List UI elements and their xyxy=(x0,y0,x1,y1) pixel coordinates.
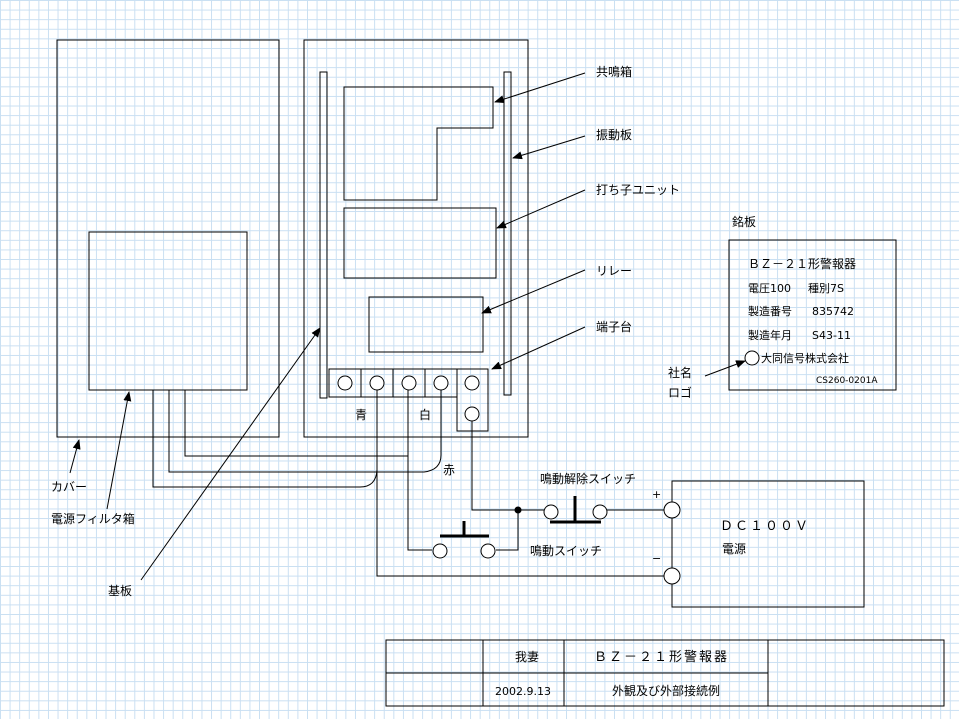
terminal-1 xyxy=(337,375,353,391)
leader-cover xyxy=(69,439,81,474)
logo-circle xyxy=(744,350,760,366)
nameplate-model: ＢＺ－２１形警報器 xyxy=(748,256,856,271)
nameplate-serial-label: 製造番号 xyxy=(748,304,792,318)
housing-outline xyxy=(303,39,529,438)
titleblock-subtitle: 外観及び外部接続例 xyxy=(612,683,720,698)
cable-filter-2 xyxy=(168,390,442,473)
sound-switch-contact-left xyxy=(432,543,448,559)
nameplate-box xyxy=(728,239,897,391)
striker-unit xyxy=(343,207,497,279)
release-switch-contact-left xyxy=(543,504,559,520)
base-board-bar xyxy=(319,71,328,399)
psu-title: ＤＣ１００Ｖ xyxy=(720,519,810,534)
label-wire-blue: 青 xyxy=(355,408,367,422)
leader-vibration-plate xyxy=(512,135,586,160)
psu-minus-terminal xyxy=(663,567,681,585)
leader-filter xyxy=(106,391,132,510)
nameplate-serial: 835742 xyxy=(812,305,854,318)
power-filter-box xyxy=(88,231,248,391)
nameplate-date: S43-11 xyxy=(812,329,851,342)
terminal-5 xyxy=(464,375,480,391)
relay-box xyxy=(368,296,484,353)
label-company-logo: ロゴ xyxy=(668,385,692,400)
label-nameplate: 銘板 xyxy=(732,214,756,229)
terminal-2 xyxy=(369,375,385,391)
wire-white xyxy=(407,456,432,551)
terminal-6 xyxy=(464,406,480,422)
titleblock-date: 2002.9.13 xyxy=(495,685,551,698)
junction-dot xyxy=(514,506,522,514)
label-wire-white: 白 xyxy=(419,407,431,422)
psu-plus-terminal xyxy=(663,501,681,519)
label-wire-red: 赤 xyxy=(443,463,455,477)
power-supply-box xyxy=(671,480,865,608)
leader-relay xyxy=(481,269,586,314)
nameplate-maker: 大同信号株式会社 xyxy=(761,351,849,365)
wire-blue xyxy=(376,390,664,577)
release-switch-contact-right xyxy=(592,504,608,520)
titleblock-title: ＢＺ－２１形警報器 xyxy=(594,649,729,665)
cover-outline xyxy=(56,39,280,438)
label-power-filter: 電源フィルタ箱 xyxy=(51,511,135,526)
label-plus: + xyxy=(652,488,661,501)
label-terminal-block: 端子台 xyxy=(596,319,632,334)
sound-switch-contact-right xyxy=(480,543,496,559)
leader-terminal-block xyxy=(491,326,586,370)
label-relay: リレー xyxy=(596,264,632,278)
wire-switch-parallel xyxy=(496,510,519,551)
titleblock-author: 我妻 xyxy=(515,650,539,664)
leader-logo xyxy=(704,360,746,377)
leader-resonance-box xyxy=(494,72,586,104)
nameplate-code: CS260-0201A xyxy=(816,376,878,386)
vibration-plate xyxy=(503,71,512,396)
label-sound-switch: 鳴動スイッチ xyxy=(530,544,602,558)
label-release-switch: 鳴動解除スイッチ xyxy=(540,471,636,486)
label-cover: カバー xyxy=(51,480,87,494)
nameplate-voltage: 電圧100 xyxy=(748,282,791,295)
resonance-box xyxy=(343,86,494,201)
nameplate-type: 種別7S xyxy=(808,281,844,295)
leader-striker xyxy=(496,189,586,229)
label-vibration-plate: 振動板 xyxy=(596,128,632,142)
leader-base-board xyxy=(140,327,321,581)
nameplate-date-label: 製造年月 xyxy=(748,328,792,342)
cable-filter-3 xyxy=(184,390,409,457)
psu-subtitle: 電源 xyxy=(722,542,746,556)
terminal-3 xyxy=(401,375,417,391)
label-striker-unit: 打ち子ユニット xyxy=(596,183,680,197)
wire-red xyxy=(471,421,548,511)
label-base-board: 基板 xyxy=(108,584,132,598)
label-company-name: 社名 xyxy=(668,365,692,380)
terminal-4 xyxy=(433,375,449,391)
label-minus: − xyxy=(652,552,661,565)
label-resonance-box: 共鳴箱 xyxy=(596,64,632,79)
